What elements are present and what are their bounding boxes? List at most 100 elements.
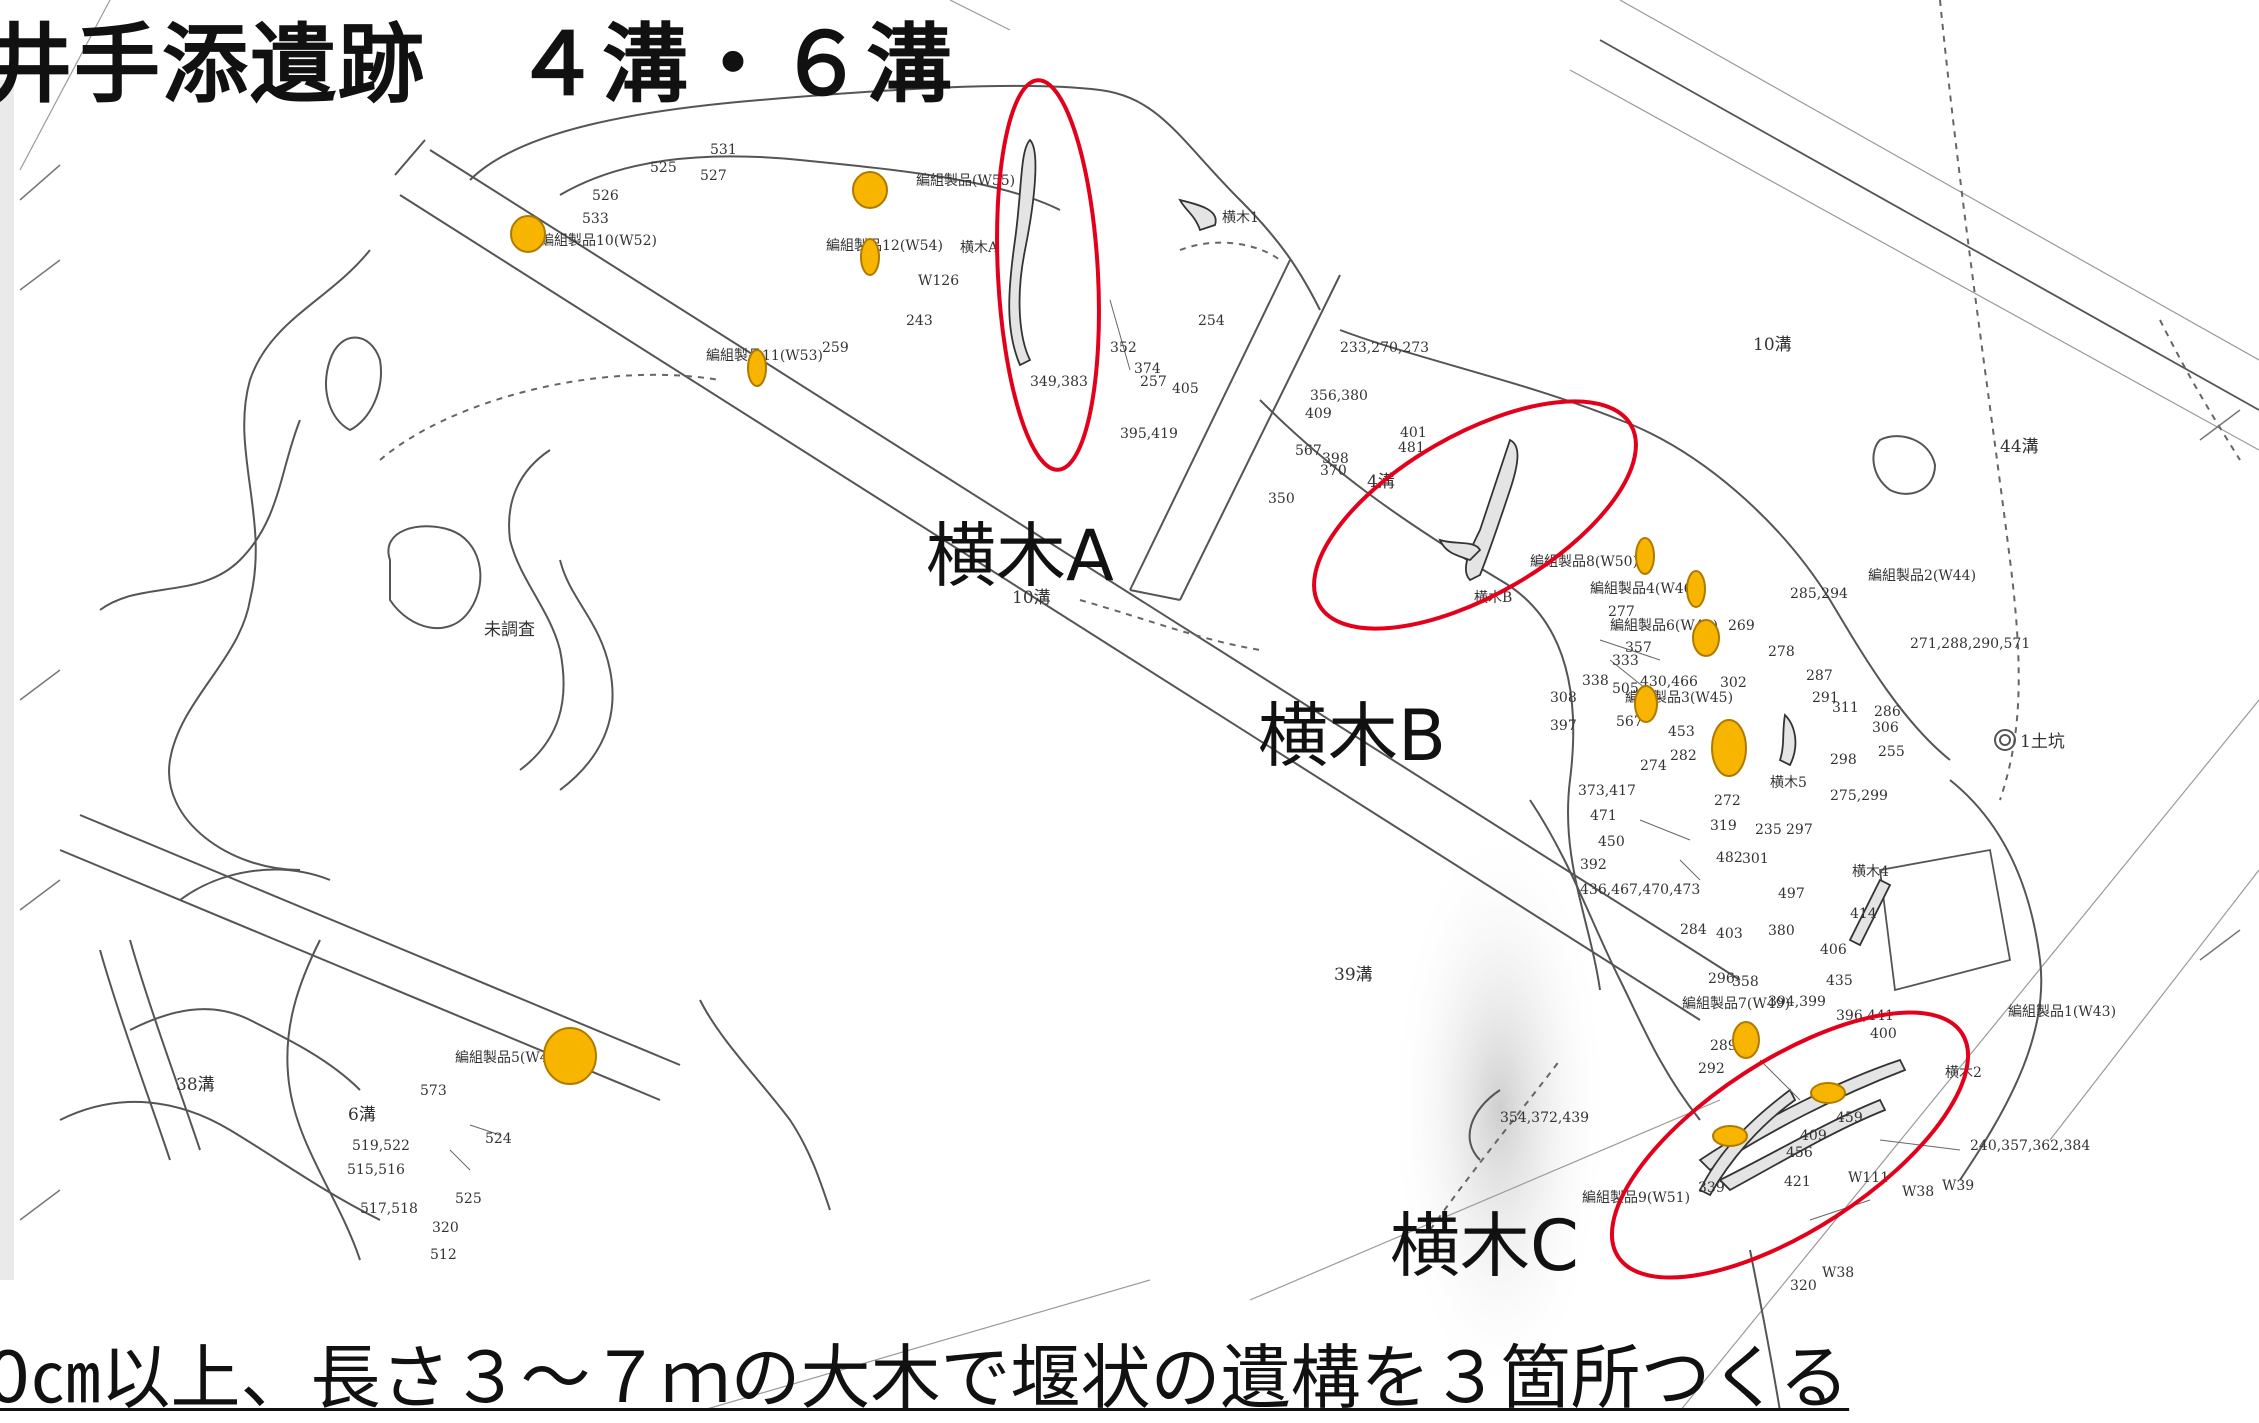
find-number: 370	[1320, 463, 1347, 479]
find-marker	[1634, 685, 1658, 723]
beam-1	[1848, 878, 1892, 947]
find-number: 302	[1720, 675, 1747, 691]
find-markers	[510, 171, 1846, 1147]
large-pit	[387, 525, 482, 629]
marker-label-w55: 編組製品(W55)	[916, 173, 1015, 189]
find-number: 482	[1716, 850, 1743, 866]
find-number: 374	[1134, 361, 1161, 377]
pit-circle	[1994, 729, 2016, 751]
beam-c2	[1718, 1098, 1887, 1192]
find-number: 435	[1826, 973, 1853, 989]
grid-marks	[19, 164, 2241, 1221]
find-number: 320	[432, 1220, 459, 1236]
find-number: 525	[650, 160, 677, 176]
page-title: 井手添遺跡 ４溝・６溝	[0, 15, 954, 115]
find-number: 481	[1398, 440, 1425, 456]
beam-a	[1008, 138, 1037, 367]
feature-label-4: 横木4	[1852, 864, 1889, 880]
find-number: 298	[1830, 752, 1857, 768]
feature-label-2: 横木2	[1945, 1065, 1982, 1081]
find-number: 287	[1806, 668, 1833, 684]
find-number: 259	[822, 340, 849, 356]
pit-outlines	[325, 336, 2016, 751]
feature-label-1: 横木1	[1222, 210, 1259, 226]
marker-label-w44: 編組製品2(W44)	[1868, 568, 1976, 584]
find-number: 284	[1680, 922, 1707, 938]
label-d10-mid: 10溝	[1012, 588, 1051, 608]
find-number: 356,380	[1310, 388, 1368, 404]
find-number: 531	[710, 142, 737, 158]
find-marker	[510, 215, 546, 253]
highlight-b	[1312, 399, 1638, 631]
find-number: 274	[1640, 758, 1667, 774]
beam-c3	[1698, 1088, 1797, 1197]
small-pit-right	[1872, 435, 1937, 495]
find-number: 409	[1800, 1128, 1827, 1144]
find-number: 392	[1580, 857, 1607, 873]
highlight-ellipses	[995, 78, 1971, 1280]
find-number: 286	[1874, 704, 1901, 720]
find-number: 394,399	[1768, 994, 1826, 1010]
find-number: 524	[485, 1131, 512, 1147]
label-d38: 38溝	[176, 1075, 215, 1095]
find-number: 297	[1786, 822, 1813, 838]
find-number: 517,518	[360, 1201, 418, 1217]
find-number: 505	[1612, 681, 1639, 697]
find-number: 567	[1616, 714, 1643, 730]
highlight-c	[1609, 1010, 1971, 1280]
find-number: 401	[1400, 425, 1427, 441]
beam-small	[1178, 198, 1217, 232]
scan-shadow	[1390, 820, 1610, 1400]
label-d44: 44溝	[2000, 437, 2039, 457]
find-number: 373,417	[1578, 783, 1636, 799]
label-pit: 1土坑	[2020, 732, 2065, 752]
find-number: 292	[1698, 1061, 1725, 1077]
find-number: 456	[1786, 1145, 1813, 1161]
find-number: 352	[1110, 340, 1137, 356]
find-number: 358	[1732, 974, 1759, 990]
find-number: 285,294	[1790, 586, 1848, 602]
find-number: 436,467,470,473	[1580, 882, 1700, 898]
find-number: 453	[1668, 724, 1695, 740]
find-marker	[1692, 619, 1720, 657]
marker-label-w46: 編組製品4(W46)	[1590, 581, 1698, 597]
caption: 0㎝以上、長さ３～７ｍの大木で堰状の遺構を３箇所つくる	[0, 1337, 1850, 1419]
marker-label-w47: 編組製品5(W47)	[455, 1050, 563, 1066]
find-number: W39	[1942, 1178, 1974, 1194]
find-number: 471	[1590, 808, 1617, 824]
marker-label-w51: 編組製品9(W51)	[1582, 1190, 1690, 1206]
find-number: 257	[1140, 374, 1167, 390]
find-number: 308	[1550, 690, 1577, 706]
find-number: 289	[1710, 1038, 1737, 1054]
find-number: 525	[455, 1191, 482, 1207]
beam-b	[1465, 438, 1519, 582]
find-number: 275,299	[1830, 788, 1888, 804]
marker-label-w52: 編組製品10(W52)	[540, 233, 657, 249]
find-number: 533	[582, 211, 609, 227]
find-number: 403	[1716, 926, 1743, 942]
ditch-contours	[59, 84, 2043, 1411]
find-number: 296	[1708, 971, 1735, 987]
find-number: 269	[1728, 618, 1755, 634]
find-number: 277	[1608, 604, 1635, 620]
find-number: 398	[1322, 451, 1349, 467]
find-marker	[1712, 1125, 1748, 1147]
marker-label-w43: 編組製品1(W43)	[2008, 1004, 2116, 1020]
find-number: 405	[1172, 381, 1199, 397]
find-number: 573	[420, 1083, 447, 1099]
find-marker	[543, 1027, 597, 1085]
feature-labels: 横木A 横木B 横木5 横木1 横木2 横木4	[960, 210, 1982, 1081]
left-blob	[325, 336, 382, 432]
find-number: 319	[1710, 818, 1737, 834]
find-number: 354,372,439	[1500, 1110, 1589, 1126]
find-number: 254	[1198, 313, 1225, 329]
find-marker	[1732, 1021, 1760, 1059]
find-number: 409	[1305, 406, 1332, 422]
find-number: 450	[1598, 834, 1625, 850]
find-marker	[1711, 719, 1747, 777]
find-number: 233,270,273	[1340, 340, 1429, 356]
find-number: 240,357,362,384	[1970, 1138, 2090, 1154]
find-marker	[852, 171, 888, 209]
